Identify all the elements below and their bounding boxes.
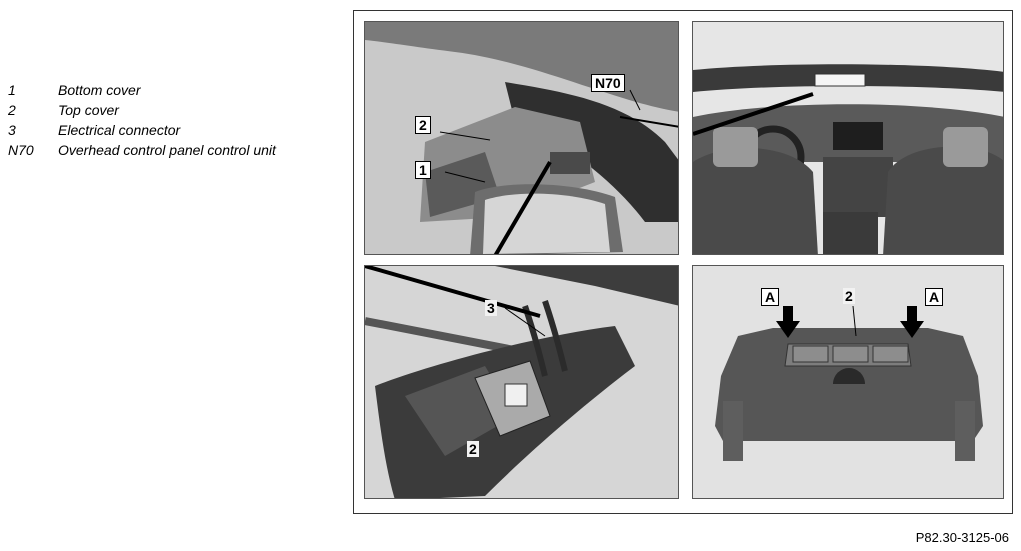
photo-top-cover: A 2 A (692, 265, 1004, 499)
photo-connector-drawing (365, 266, 678, 498)
callout-1: 1 (415, 161, 431, 179)
legend-item: 2 Top cover (8, 100, 276, 120)
figure-frame: N70 2 1 (353, 10, 1013, 514)
legend: 1 Bottom cover 2 Top cover 3 Electrical … (8, 80, 276, 160)
photo-connector-removal: 3 2 (364, 265, 679, 499)
legend-text: Overhead control panel control unit (58, 142, 276, 158)
photo-overhead-unit-installed: N70 2 1 (364, 21, 679, 255)
figure-reference-code: P82.30-3125-06 (915, 530, 1009, 545)
legend-key: 2 (8, 102, 16, 118)
legend-key: 1 (8, 82, 16, 98)
legend-item: 1 Bottom cover (8, 80, 276, 100)
legend-item: N70 Overhead control panel control unit (8, 140, 276, 160)
callout-a-left: A (761, 288, 780, 306)
photo-car-interior-drawing (693, 22, 1003, 254)
callout-3: 3 (485, 300, 497, 316)
callout-n70: N70 (591, 74, 625, 92)
callout-2: 2 (415, 116, 431, 134)
callout-2: 2 (467, 441, 479, 457)
legend-item: 3 Electrical connector (8, 120, 276, 140)
legend-text: Bottom cover (58, 82, 141, 98)
legend-key: 3 (8, 122, 16, 138)
legend-key: N70 (8, 142, 34, 158)
legend-text: Electrical connector (58, 122, 181, 138)
photo-top-cover-drawing (693, 266, 1003, 498)
callout-a-right: A (925, 288, 944, 306)
legend-text: Top cover (58, 102, 119, 118)
callout-2: 2 (843, 288, 855, 304)
photo-overhead-unit-drawing (365, 22, 678, 254)
photo-car-interior (692, 21, 1004, 255)
